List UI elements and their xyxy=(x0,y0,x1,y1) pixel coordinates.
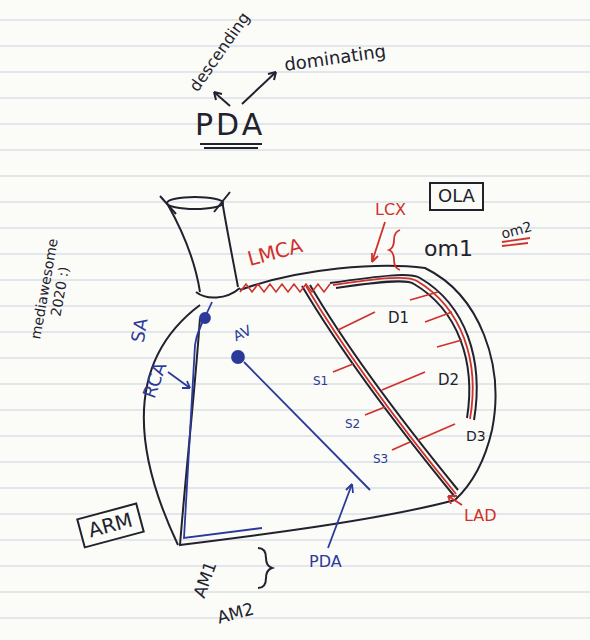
label: descending xyxy=(186,9,254,95)
branch-label: S1 xyxy=(313,375,328,389)
branch-label: D3 xyxy=(466,428,486,444)
right-coronary xyxy=(168,302,370,548)
lmca-vessel xyxy=(240,284,330,292)
watermark: mediawesome 2020 :) xyxy=(27,233,78,347)
branch-label: S2 xyxy=(345,418,360,432)
boxed-label: ARM xyxy=(76,502,145,548)
artery-label: LMCA xyxy=(245,234,305,271)
node-label: SA xyxy=(128,317,153,344)
branch-label: AM2 xyxy=(215,600,256,628)
bracket xyxy=(258,548,272,588)
boxed-label: OLA xyxy=(429,182,484,211)
artery-label: PDA xyxy=(309,553,342,571)
branch-label: om1 xyxy=(424,236,473,261)
box-text: ARM xyxy=(86,508,136,543)
left-coronary-branches xyxy=(306,222,530,505)
artery-label: LCX xyxy=(375,201,406,219)
heart-outline xyxy=(144,266,496,545)
artery-label: RCA xyxy=(139,360,171,401)
abbreviation-label: PDA xyxy=(195,108,265,143)
artery-label: LAD xyxy=(464,507,497,525)
branch-label: S3 xyxy=(373,453,388,467)
branch-label: AM1 xyxy=(190,559,221,601)
node-label: AV xyxy=(230,322,253,344)
branch-label: D1 xyxy=(388,310,409,327)
branch-label: D2 xyxy=(438,372,459,389)
box-text: OLA xyxy=(438,185,475,206)
paper-lines xyxy=(0,20,590,618)
aorta xyxy=(160,192,240,298)
